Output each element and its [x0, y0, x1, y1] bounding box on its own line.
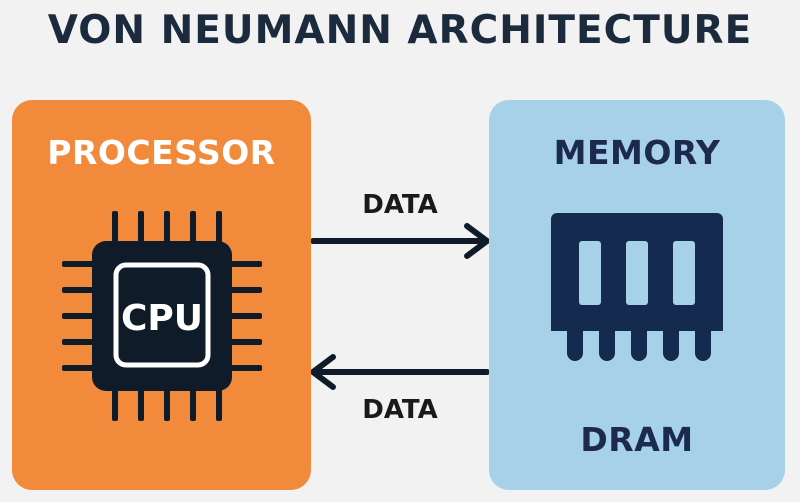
memory-label: MEMORY	[553, 133, 721, 172]
processor-label: PROCESSOR	[47, 133, 276, 172]
dram-label: DRAM	[580, 420, 694, 459]
arrow-right-icon	[311, 223, 489, 259]
arrow-left-icon	[311, 354, 489, 390]
data-label-top: DATA	[362, 190, 438, 220]
processor-panel: PROCESSOR	[12, 100, 311, 490]
data-flow-arrows	[311, 223, 489, 390]
cpu-chip-icon: CPU	[62, 211, 262, 421]
page-title: VON NEUMANN ARCHITECTURE	[47, 8, 753, 53]
cpu-label: CPU	[121, 298, 203, 339]
ram-module-icon	[551, 213, 723, 361]
data-label-bottom: DATA	[362, 395, 438, 425]
memory-panel: MEMORY DRAM	[489, 100, 785, 490]
